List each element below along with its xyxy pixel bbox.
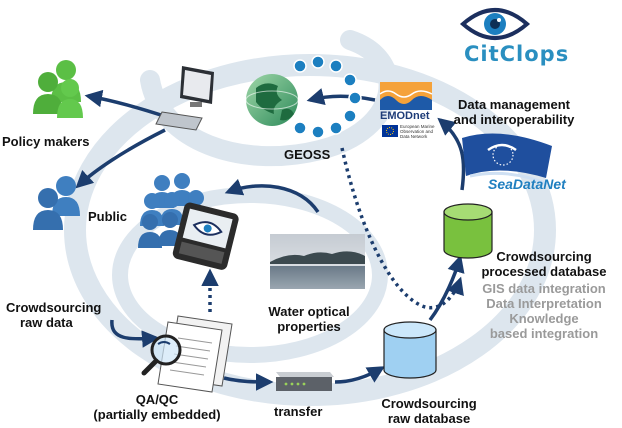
geoss-label: GEOSS [284, 147, 331, 162]
policy-makers-people-icon [33, 60, 83, 118]
geoss-badges [293, 55, 362, 139]
arrow-computer-to-public [75, 128, 166, 189]
emodnet-label: EMODnet [380, 110, 430, 122]
smartphone-icon [172, 202, 239, 270]
qa-qc-line-1: QA/QC [135, 392, 179, 407]
arrow-emodnet-to-geoss [306, 88, 376, 106]
seadatanet-flag-icon [462, 133, 552, 186]
crowdsourcing-raw-data-label: Crowdsourcing raw data [6, 300, 101, 330]
eye-logo-icon [459, 8, 531, 40]
emodnet-subtitle-line-3: Data Network [400, 134, 428, 139]
qa-qc-line-2: (partially embedded) [93, 407, 221, 422]
processed-database-line-1: Crowdsourcing [496, 249, 592, 264]
arrow-photo-to-phone [224, 178, 320, 214]
arrow-rawdb-to-processed [428, 254, 465, 322]
flow-arrows [75, 88, 466, 391]
globe-icon [245, 74, 299, 126]
raw-database-line-1: Crowdsourcing [381, 396, 477, 411]
processed-database-label: Crowdsourcing processed database [474, 249, 614, 279]
document-magnifier-icon [141, 315, 233, 393]
dashed-link-geoss-to-processed [340, 147, 464, 310]
emodnet-subtitle-line-2: Observation and [400, 129, 434, 134]
arrow-rawdata-to-qa [110, 319, 160, 348]
raw-database-label: Crowdsourcing raw database [364, 396, 494, 426]
seadatanet-label: SeaDataNet [488, 176, 566, 192]
transfer-label: transfer [274, 404, 323, 419]
processed-database-line-2: processed database [481, 264, 607, 279]
qa-qc-label: QA/QC (partially embedded) [82, 392, 232, 422]
raw-data-line-1: Crowdsourcing [6, 300, 102, 315]
raw-database-line-2: raw database [387, 411, 471, 426]
citclops-logo-text: CitClops [464, 42, 570, 66]
arrow-qa-to-transfer [223, 373, 274, 391]
processing-step-gis: GIS data integration [482, 281, 606, 296]
processing-step-interpretation: Data Interpretation [486, 296, 602, 311]
computer-icon [155, 66, 214, 131]
emodnet-subtitle-line-1: European Marine [400, 124, 435, 129]
water-optical-label: Water optical properties [254, 304, 364, 334]
processing-steps-label: GIS data integration Data Interpretation… [474, 281, 614, 341]
raw-data-line-2: raw data [20, 315, 73, 330]
policy-makers-label: Policy makers [2, 134, 90, 149]
water-optical-line-1: Water optical [268, 304, 350, 319]
public-people-icon [33, 176, 80, 230]
lake-photo-icon [270, 234, 365, 289]
data-management-label: Data management and interoperability [444, 97, 584, 127]
processing-step-knowledge: Knowledge [509, 311, 579, 326]
processed-database-icon [443, 203, 493, 259]
water-optical-line-2: properties [277, 319, 341, 334]
raw-database-icon [383, 321, 437, 379]
emodnet-subtitle: European Marine Observation and Data Net… [400, 124, 435, 139]
processing-step-integration: based integration [489, 326, 599, 341]
data-management-line-1: Data management [458, 97, 570, 112]
network-device-icon [276, 372, 334, 391]
data-management-line-2: and interoperability [453, 112, 575, 127]
public-label: Public [88, 209, 128, 224]
arrow-processed-to-emodnet [437, 117, 466, 191]
arrow-transfer-to-rawdb [334, 366, 386, 384]
emodnet-logo-icon [379, 82, 433, 137]
